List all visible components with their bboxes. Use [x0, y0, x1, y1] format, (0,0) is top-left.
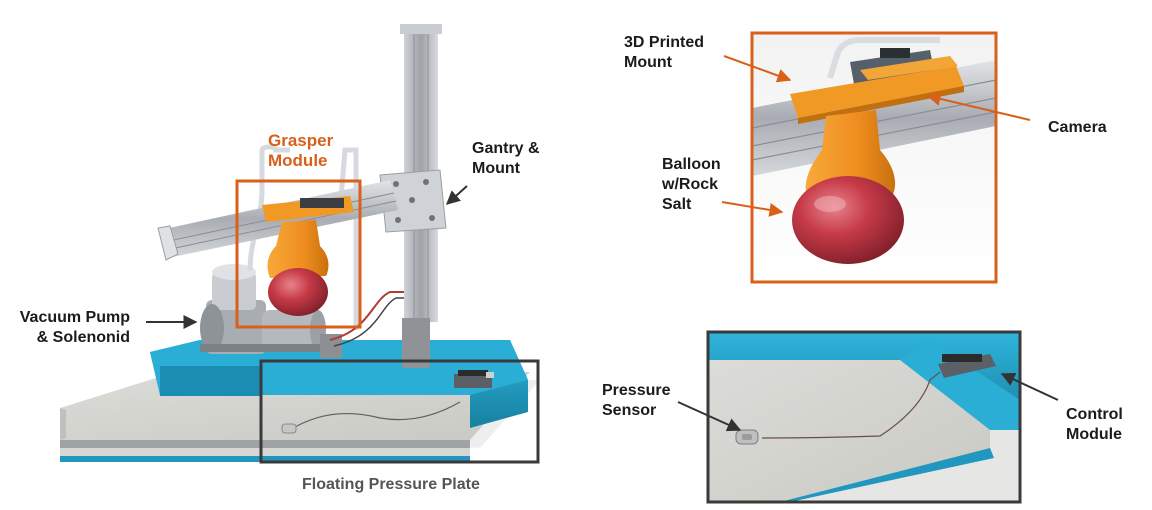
wiring-graphic [329, 291, 410, 341]
assembly-illustration [60, 24, 540, 462]
grasper-graphic [262, 196, 354, 316]
solenoid-graphic [320, 334, 342, 358]
pressure-sensor-label: Pressure Sensor [602, 382, 671, 419]
balloon-arrow [721, 201, 784, 217]
gantry-mount-arrow [445, 185, 468, 205]
sensor-wire-left [289, 401, 461, 431]
printed-mount-label: 3D Printed Mount [624, 34, 705, 71]
plate-detail-box [706, 330, 1022, 504]
printed-mount-arrow [723, 55, 792, 83]
grasper-detail-box [750, 31, 998, 284]
tubing-graphic [247, 144, 290, 271]
floating-pressure-plate-caption: Floating Pressure Plate [302, 476, 480, 493]
pressure-sensor-arrow [677, 401, 742, 432]
camera-label: Camera [1048, 119, 1107, 136]
control-module-label: Control Module [1066, 406, 1123, 443]
plate-detail-illustration [708, 332, 1020, 502]
gantry-mount-plate [379, 169, 447, 233]
grasper-detail-illustration [751, 33, 997, 282]
vacuum-pump-label: Vacuum Pump & Solenonid [19, 309, 130, 346]
pressure-sensor-pad-left [281, 423, 297, 434]
control-board-left [454, 370, 494, 388]
grasper-highlight-box [235, 179, 362, 329]
camera-arrow [926, 92, 1031, 121]
grasper-module-label: Grasper Module [268, 131, 334, 170]
control-module-arrow [1000, 372, 1059, 401]
plate-highlight-box [259, 359, 540, 464]
balloon-label: Balloon w/Rock Salt [662, 156, 721, 213]
gantry-mount-label: Gantry & Mount [472, 140, 540, 177]
